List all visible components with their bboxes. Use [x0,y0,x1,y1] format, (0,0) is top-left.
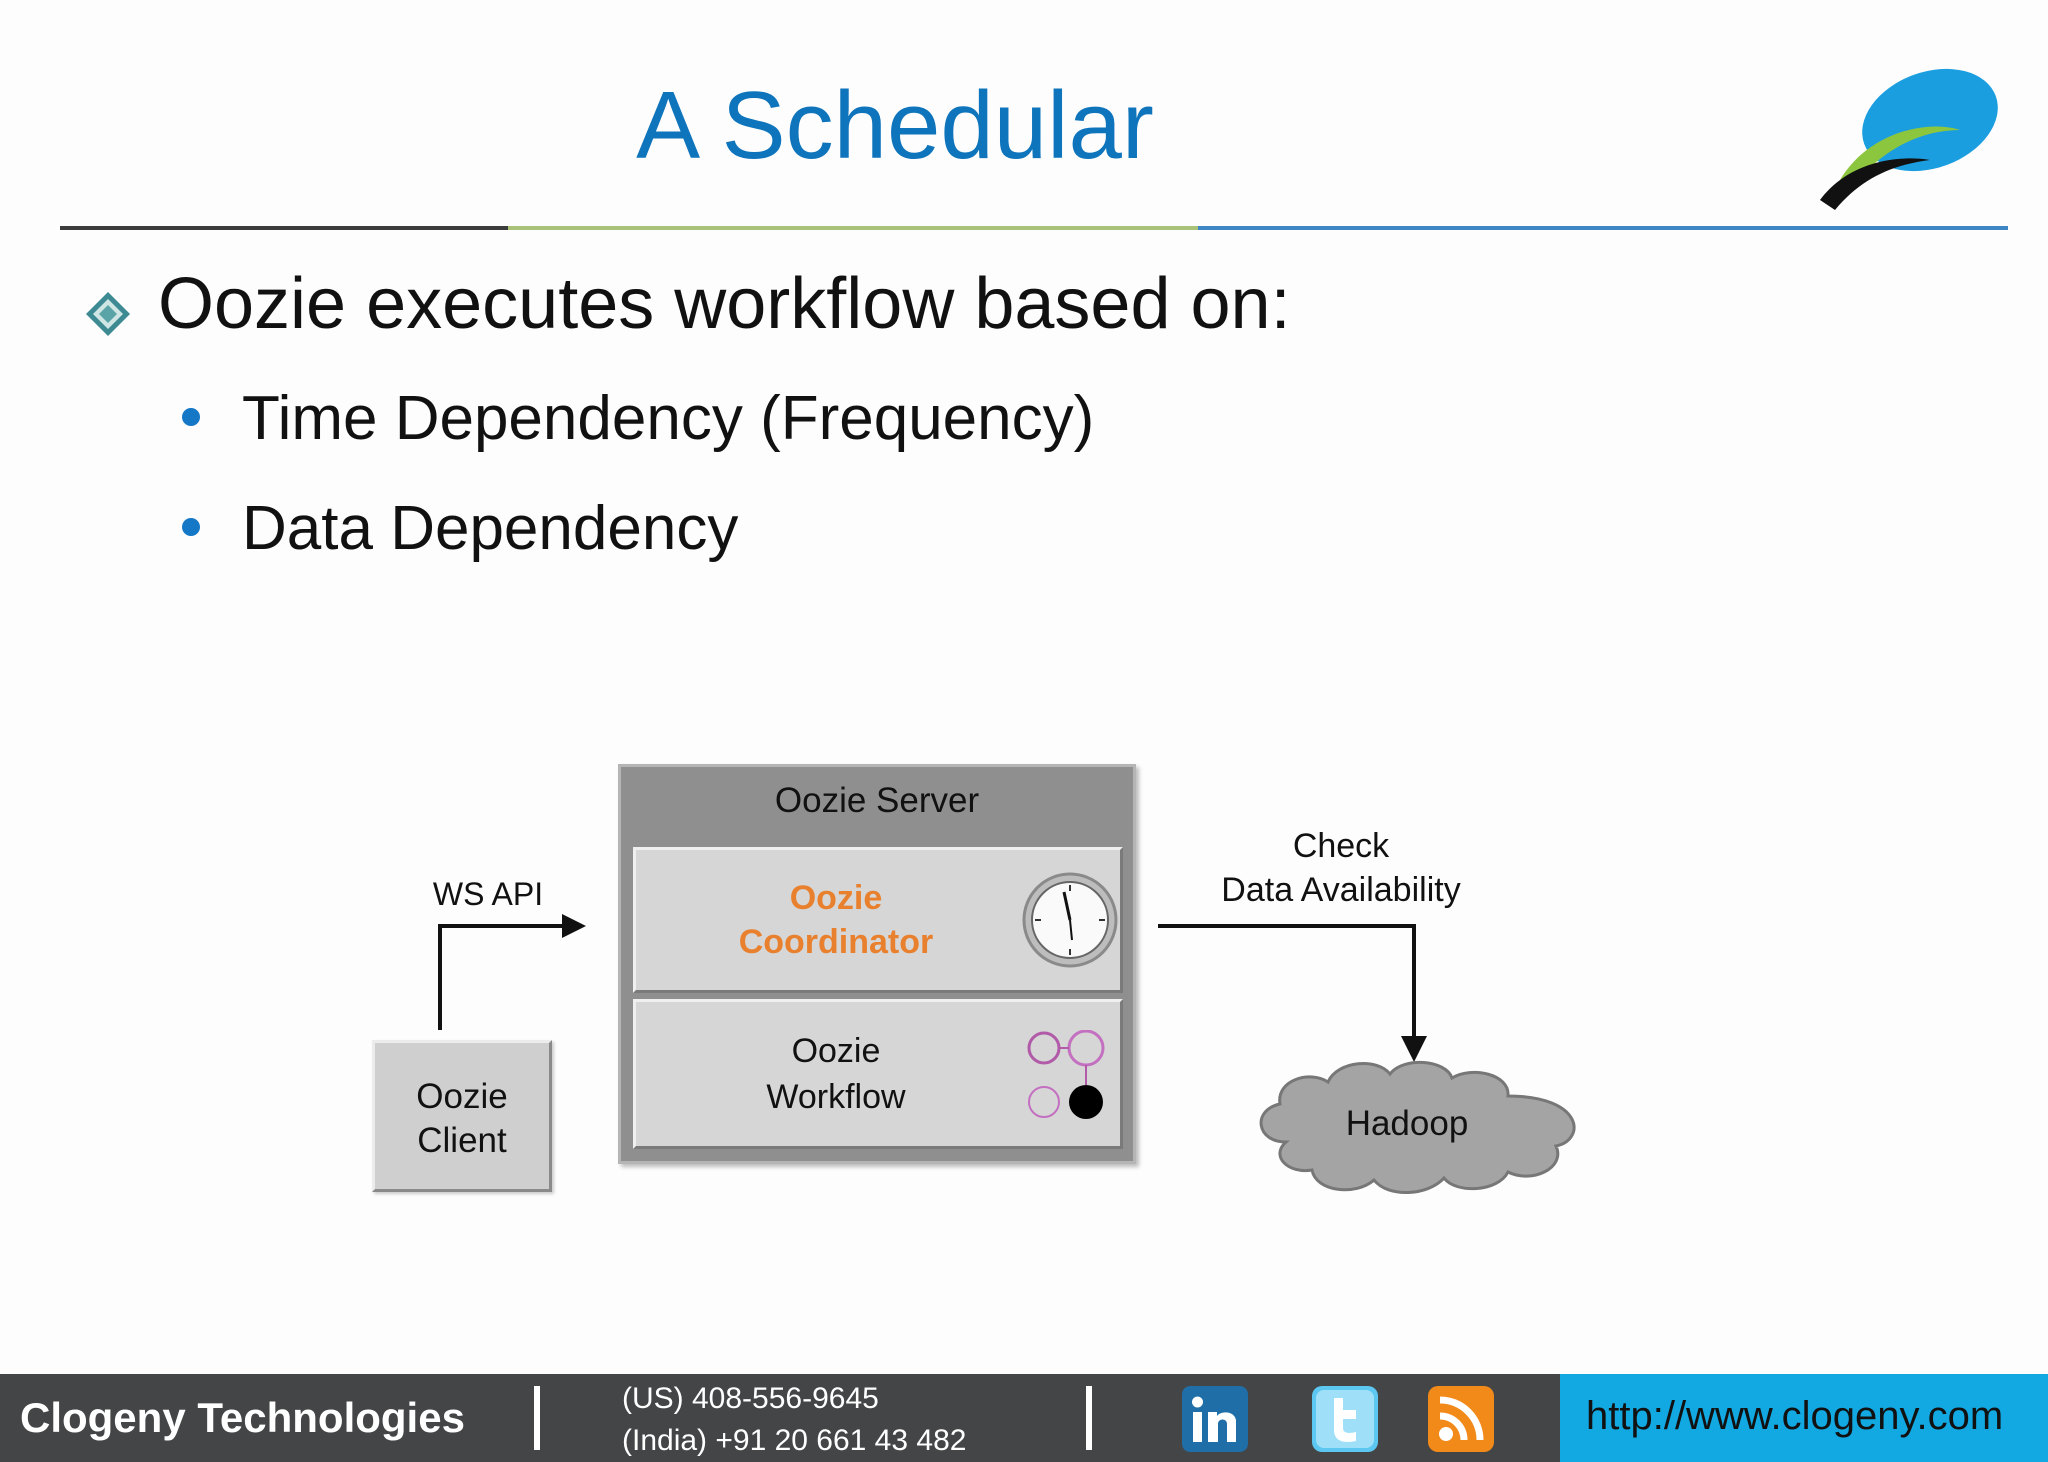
check-line-1: Check [1292,827,1390,865]
footer-separator [1086,1386,1092,1450]
twitter-icon[interactable] [1312,1386,1378,1452]
slide-title: A Schedular [636,72,1154,179]
website-url[interactable]: http://www.clogeny.com [1586,1394,2004,1438]
check-data-arrow [1158,924,1427,1062]
client-line-2: Client [417,1121,507,1160]
clock-icon [1022,872,1118,968]
coordinator-line-2: Coordinator [738,923,934,961]
client-line-1: Oozie [416,1077,508,1116]
ws-api-arrow [438,914,586,1030]
sub-bullet-text: Data Dependency [242,494,739,563]
oozie-coordinator-panel: Oozie Coordinator [633,847,1123,993]
workflow-line-1: Oozie [791,1032,881,1070]
workflow-nodes-icon [1027,1030,1105,1119]
header-rule-dark [60,226,508,230]
company-logo [1820,68,1998,210]
oozie-client-box: Oozie Client [372,1040,552,1192]
rss-icon[interactable] [1428,1386,1494,1452]
workflow-line-2: Workflow [766,1078,906,1116]
ws-api-label: WS API [432,876,544,912]
sub-bullet-text: Time Dependency (Frequency) [242,384,1095,453]
header-rule-green [508,226,1198,230]
hadoop-label: Hadoop [1345,1104,1469,1143]
website-box[interactable]: http://www.clogeny.com [1560,1374,2048,1462]
check-line-2: Data Availability [1221,871,1461,909]
oozie-workflow-panel: Oozie Workflow [633,999,1123,1149]
company-name: Clogeny Technologies [20,1394,465,1441]
coordinator-line-1: Oozie [789,879,883,917]
linkedin-icon[interactable] [1182,1386,1248,1452]
check-data-label: Check Data Availability [1186,824,1496,912]
phone-numbers: (US) 408-556-9645 (India) +91 20 661 43 … [622,1378,966,1462]
footer-bar: Clogeny Technologies (US) 408-556-9645 (… [0,1374,2048,1462]
phone-india: (India) +91 20 661 43 482 [622,1424,967,1457]
bullet-dot-icon [182,517,200,536]
main-bullet-text: Oozie executes workflow based on: [158,264,1291,344]
sub-bullet-2: Data Dependency [182,498,738,560]
header-rule-blue [1198,226,2008,230]
phone-us: (US) 408-556-9645 [622,1382,879,1415]
oozie-server-box: Oozie Server Oozie Coordinator Oozie Wor… [618,764,1136,1164]
coordinator-label: Oozie Coordinator [706,876,966,964]
footer-separator [534,1386,540,1450]
oozie-server-label: Oozie Server [774,781,980,820]
diamond-bullet-icon [86,292,130,336]
sub-bullet-1: Time Dependency (Frequency) [182,388,1094,450]
bullet-dot-icon [182,407,200,426]
workflow-label: Oozie Workflow [706,1028,966,1120]
client-label: Oozie Client [375,1075,549,1163]
